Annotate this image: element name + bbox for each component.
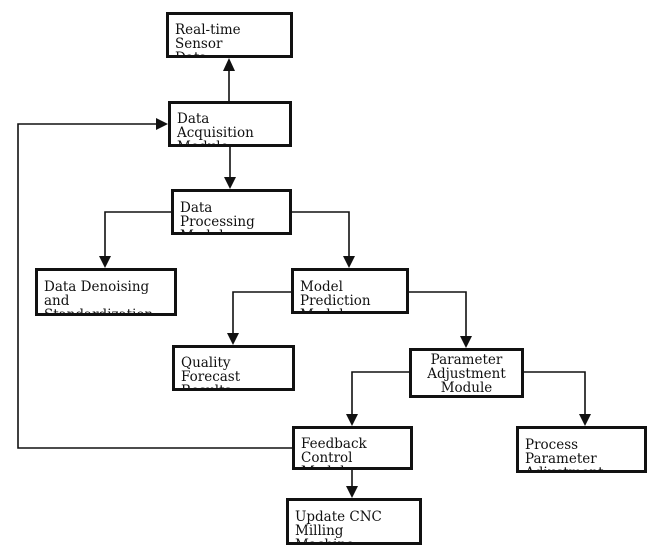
node-real-time-sensor-data: Real-time Sensor Data (166, 12, 293, 58)
node-feedback-control-module: Feedback Control Module (292, 426, 413, 470)
node-data-processing-module: Data Processing Module (171, 189, 292, 235)
edge-parameter-to-feedback (351, 371, 409, 414)
arrowhead-update (346, 486, 358, 498)
edge-prediction-to-quality (232, 291, 291, 333)
edge-parameter-to-process (524, 371, 586, 414)
arrowhead-quality (227, 333, 239, 345)
node-parameter-adjustment-module: Parameter Adjustment Module (409, 348, 524, 398)
edge-processing-to-denoising (104, 211, 171, 256)
arrowhead-prediction (343, 256, 355, 268)
arrowhead-sensor (223, 58, 235, 71)
arrowhead-feedback (346, 414, 358, 426)
node-process-parameter-adjustment: Process Parameter Adjustment (516, 426, 647, 473)
arrowhead-acquisition (156, 118, 168, 130)
node-model-prediction-module: Model Prediction Module (291, 268, 409, 314)
edge-processing-to-prediction (292, 211, 350, 256)
arrowhead-process (579, 414, 591, 426)
edge-prediction-to-parameter (409, 291, 467, 336)
arrowhead-processing (224, 177, 236, 189)
node-update-cnc-milling-settings: Update CNC Milling Machine Settings (286, 498, 422, 545)
arrowhead-parameter (460, 336, 472, 348)
node-data-acquisition-module: Data Acquisition Module (168, 101, 292, 147)
edge-feedback-loop-to-acquisition (17, 123, 296, 449)
node-quality-forecast-results: Quality Forecast Results (172, 345, 295, 391)
node-data-denoising-standardization: Data Denoising and Standardization (35, 268, 177, 316)
arrowhead-denoising (99, 256, 111, 268)
